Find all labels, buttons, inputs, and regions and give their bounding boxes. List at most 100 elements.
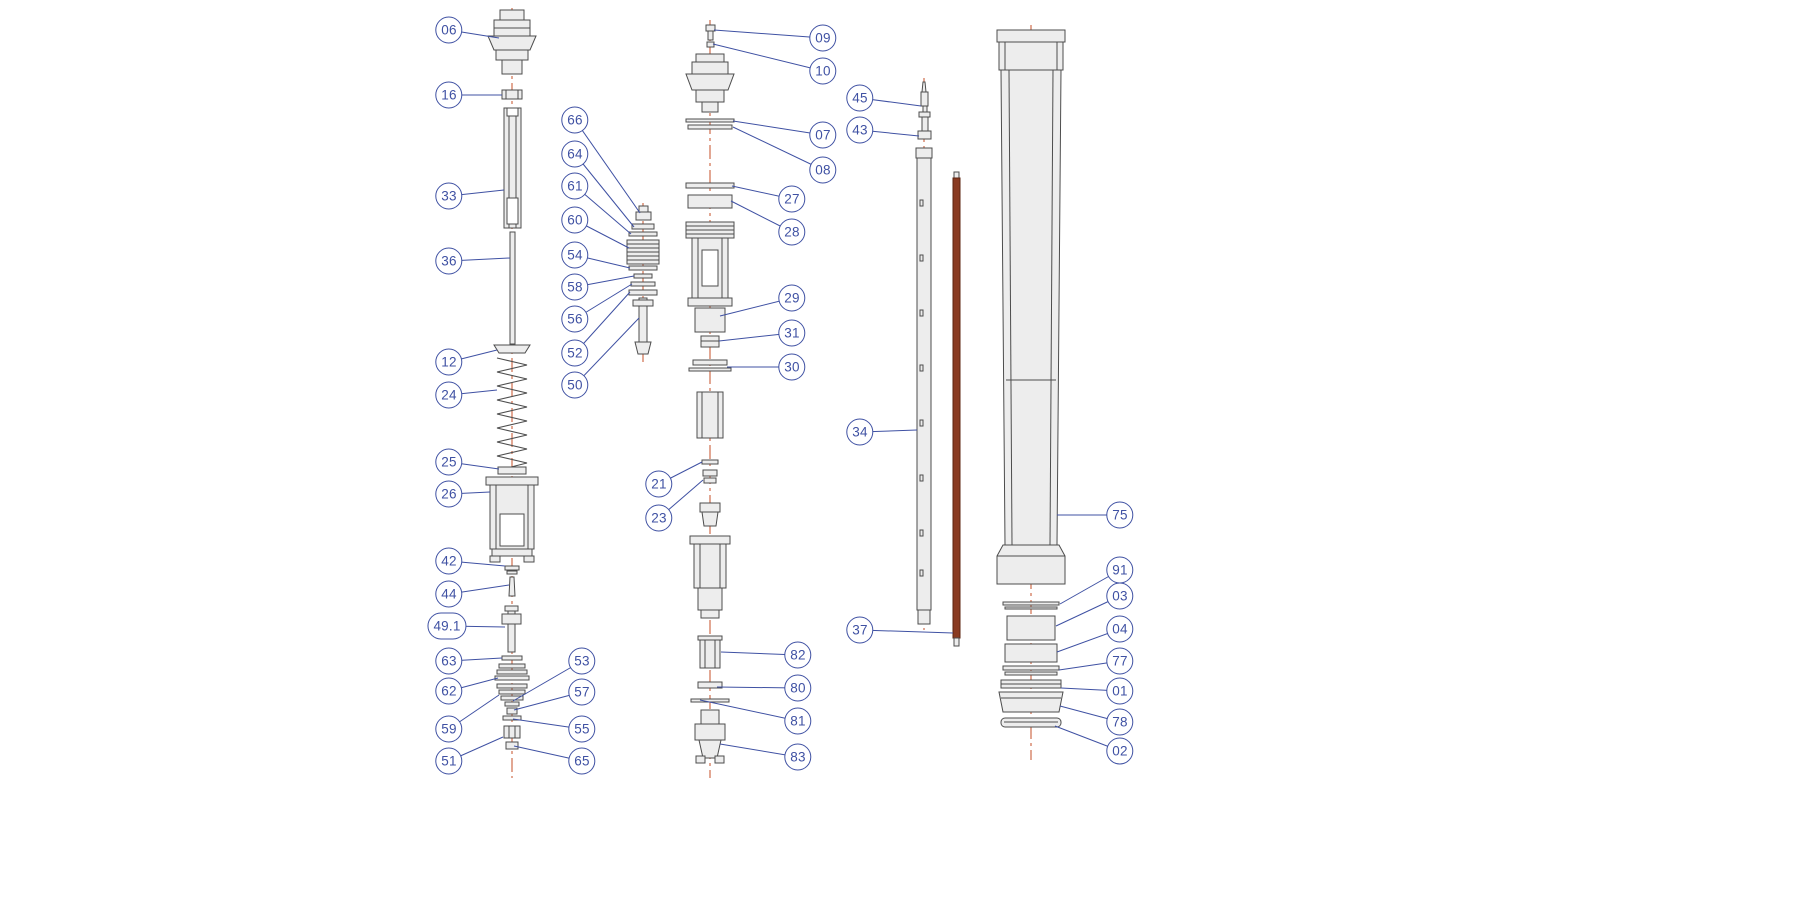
part-44-needle <box>508 576 516 597</box>
part-42-clip <box>504 565 520 575</box>
callout-30: 30 <box>778 353 806 381</box>
part-01-seal <box>1000 679 1062 689</box>
callout-77: 77 <box>1106 647 1134 675</box>
callout-01: 01 <box>1106 677 1134 705</box>
callout-55: 55 <box>568 715 596 743</box>
callout-66: 66 <box>561 106 589 134</box>
part-63-washer <box>501 655 523 661</box>
part-49-1-adjuster-shaft <box>501 605 522 653</box>
callout-02: 02 <box>1106 737 1134 765</box>
callout-08: 08 <box>809 156 837 184</box>
part-51-nut <box>503 725 521 739</box>
callout-16: 16 <box>435 81 463 109</box>
part-58-washer <box>633 273 653 279</box>
callout-59: 59 <box>435 715 463 743</box>
part-82-adjuster <box>697 635 723 669</box>
part-21-washer <box>701 459 719 465</box>
callout-53: 53 <box>568 647 596 675</box>
callout-60: 60 <box>561 206 589 234</box>
part-28-spacer <box>687 194 733 209</box>
part-50-valve-stem <box>632 297 654 355</box>
callout-44: 44 <box>435 580 463 608</box>
callout-33: 33 <box>435 182 463 210</box>
part-12-spring-seat <box>493 344 531 354</box>
part-91-ring <box>1002 601 1060 610</box>
part-16-bushing <box>501 89 523 100</box>
callout-50: 50 <box>561 371 589 399</box>
callout-56: 56 <box>561 305 589 333</box>
callout-23: 23 <box>645 504 673 532</box>
callout-65: 65 <box>568 747 596 775</box>
part-66-bolt <box>635 205 652 221</box>
callout-31: 31 <box>778 319 806 347</box>
part-59-shim-stack <box>496 683 528 701</box>
callout-75: 75 <box>1106 501 1134 529</box>
part-62-shim-stack <box>494 663 530 681</box>
callout-06: 06 <box>435 16 463 44</box>
callout-04: 04 <box>1106 615 1134 643</box>
part-33-cartridge-tube <box>503 107 522 229</box>
part-61-washer <box>628 231 658 237</box>
callout-64: 64 <box>561 140 589 168</box>
part-24-spring <box>496 357 528 471</box>
callout-10: 10 <box>809 57 837 85</box>
part-02-dust-ring <box>1000 717 1062 728</box>
part-81-washer <box>690 698 730 703</box>
callout-43: 43 <box>846 116 874 144</box>
part-23-spacer <box>702 469 718 484</box>
callout-83: 83 <box>784 743 812 771</box>
callout-45: 45 <box>846 84 874 112</box>
callout-91: 91 <box>1106 556 1134 584</box>
part-43-seat <box>917 111 932 140</box>
part-60-shim-stack <box>626 239 660 265</box>
callout-63: 63 <box>435 647 463 675</box>
part-80-washer <box>697 681 723 689</box>
part-03-bushing <box>1006 615 1056 641</box>
part-83-bottom-fitting <box>694 709 726 764</box>
part-75-outer-tube <box>996 29 1066 585</box>
part-34-pushrod <box>915 147 933 625</box>
part-25-spring-collar <box>497 466 527 475</box>
part-damper-body <box>689 535 731 619</box>
part-piston-cap <box>699 502 721 527</box>
callout-07: 07 <box>809 121 837 149</box>
callout-49-1: 49.1 <box>427 612 467 640</box>
callout-42: 42 <box>435 547 463 575</box>
callout-27: 27 <box>778 185 806 213</box>
callout-81: 81 <box>784 707 812 735</box>
callout-80: 80 <box>784 674 812 702</box>
part-07-washer <box>685 118 735 123</box>
part-09-screw <box>705 24 716 41</box>
part-29-piston <box>694 307 726 333</box>
part-26-cylinder-body <box>485 476 539 563</box>
callout-25: 25 <box>435 448 463 476</box>
part-64-washer <box>631 223 655 230</box>
callout-24: 24 <box>435 381 463 409</box>
callout-34: 34 <box>846 418 874 446</box>
callout-03: 03 <box>1106 582 1134 610</box>
callout-26: 26 <box>435 480 463 508</box>
part-04-bushing <box>1004 643 1058 663</box>
part-inner-tube <box>696 391 724 439</box>
part-middle-cap <box>685 53 735 113</box>
part-37-rebound-rod <box>952 171 961 647</box>
part-08-washer <box>687 124 733 130</box>
part-55-washer <box>502 715 522 721</box>
callout-52: 52 <box>561 339 589 367</box>
part-78-seal-cup <box>998 691 1064 713</box>
callout-58: 58 <box>561 273 589 301</box>
callout-51: 51 <box>435 747 463 775</box>
part-54-washer <box>628 265 658 271</box>
callout-57: 57 <box>568 678 596 706</box>
callout-12: 12 <box>435 348 463 376</box>
callout-28: 28 <box>778 218 806 246</box>
part-77-washer <box>1002 665 1060 676</box>
callout-09: 09 <box>809 24 837 52</box>
part-36-rod <box>509 231 516 345</box>
part-53-washer <box>504 701 520 707</box>
part-30-washer <box>688 359 732 372</box>
part-27-washer <box>685 182 735 189</box>
callout-62: 62 <box>435 677 463 705</box>
callout-37: 37 <box>846 616 874 644</box>
